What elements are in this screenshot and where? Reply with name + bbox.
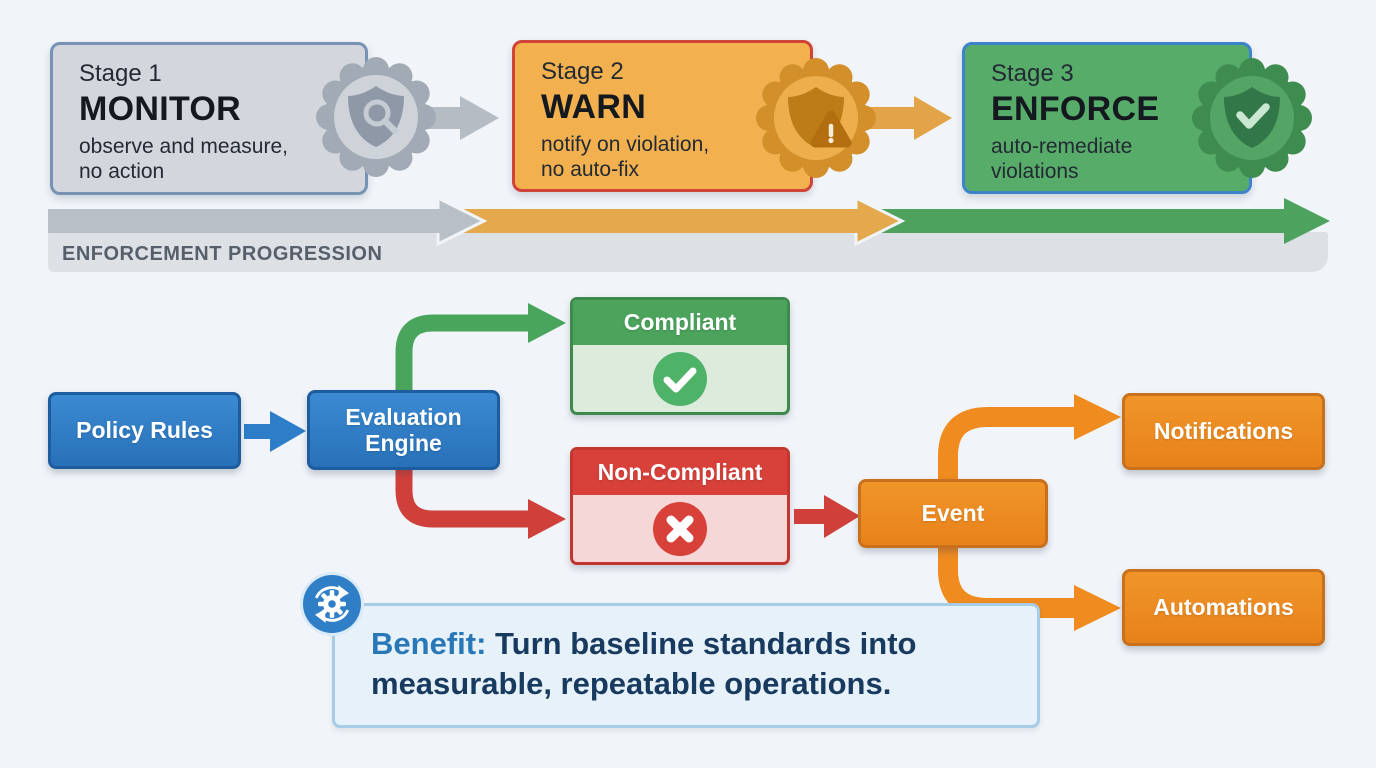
- shield-check-badge-icon: [1192, 58, 1312, 178]
- progression-label: ENFORCEMENT PROGRESSION: [62, 243, 383, 265]
- stage-label: Stage 2: [541, 58, 624, 85]
- shield-warning-badge-icon: [756, 58, 876, 178]
- non-compliant-header: Non-Compliant: [573, 450, 787, 495]
- stage-title: MONITOR: [79, 90, 242, 128]
- check-circle-icon: [653, 351, 707, 406]
- event-to-notifications-arrow-icon: [938, 394, 1121, 482]
- policy-rules-label: Policy Rules: [76, 417, 213, 444]
- x-circle-icon: [653, 501, 707, 556]
- engine-to-noncompliant-arrow-icon: [395, 462, 566, 539]
- engine-to-compliant-arrow-icon: [395, 303, 566, 398]
- benefit-line1: Turn baseline standards into: [495, 626, 917, 661]
- non-compliant-body: [573, 495, 787, 562]
- stage-description: notify on violation, no auto-fix: [541, 133, 710, 182]
- benefit-text: Benefit: Turn baseline standards into me…: [371, 624, 1037, 705]
- notifications-label: Notifications: [1153, 418, 1294, 445]
- compliant-box: Compliant: [570, 297, 790, 415]
- stage-title: WARN: [541, 88, 647, 126]
- event-label: Event: [921, 500, 985, 527]
- noncompliant-to-event-arrow-icon: [794, 495, 860, 538]
- progression-band: ENFORCEMENT PROGRESSION: [48, 232, 1328, 272]
- stage-label: Stage 1: [79, 60, 162, 87]
- benefit-callout: Benefit: Turn baseline standards into me…: [332, 603, 1040, 728]
- policy-rules-node: Policy Rules: [48, 392, 241, 469]
- non-compliant-box: Non-Compliant: [570, 447, 790, 565]
- stage-description: observe and measure, no action: [79, 135, 288, 184]
- stage-label: Stage 3: [991, 60, 1074, 87]
- policy-to-engine-arrow-icon: [244, 411, 306, 452]
- compliant-header: Compliant: [573, 300, 787, 345]
- benefit-prefix: Benefit:: [371, 626, 487, 661]
- automations-label: Automations: [1153, 594, 1294, 621]
- event-node: Event: [858, 479, 1048, 548]
- gear-sync-icon: [303, 575, 361, 633]
- stage-title: ENFORCE: [991, 90, 1160, 128]
- evaluation-engine-node: Evaluation Engine: [307, 390, 500, 470]
- shield-search-badge-icon: [316, 57, 436, 177]
- benefit-line2: measurable, repeatable operations.: [371, 666, 892, 702]
- notifications-node: Notifications: [1122, 393, 1325, 470]
- stage-description: auto-remediate violations: [991, 135, 1133, 184]
- automations-node: Automations: [1122, 569, 1325, 646]
- evaluation-engine-label: Evaluation Engine: [345, 403, 462, 456]
- compliant-body: [573, 345, 787, 412]
